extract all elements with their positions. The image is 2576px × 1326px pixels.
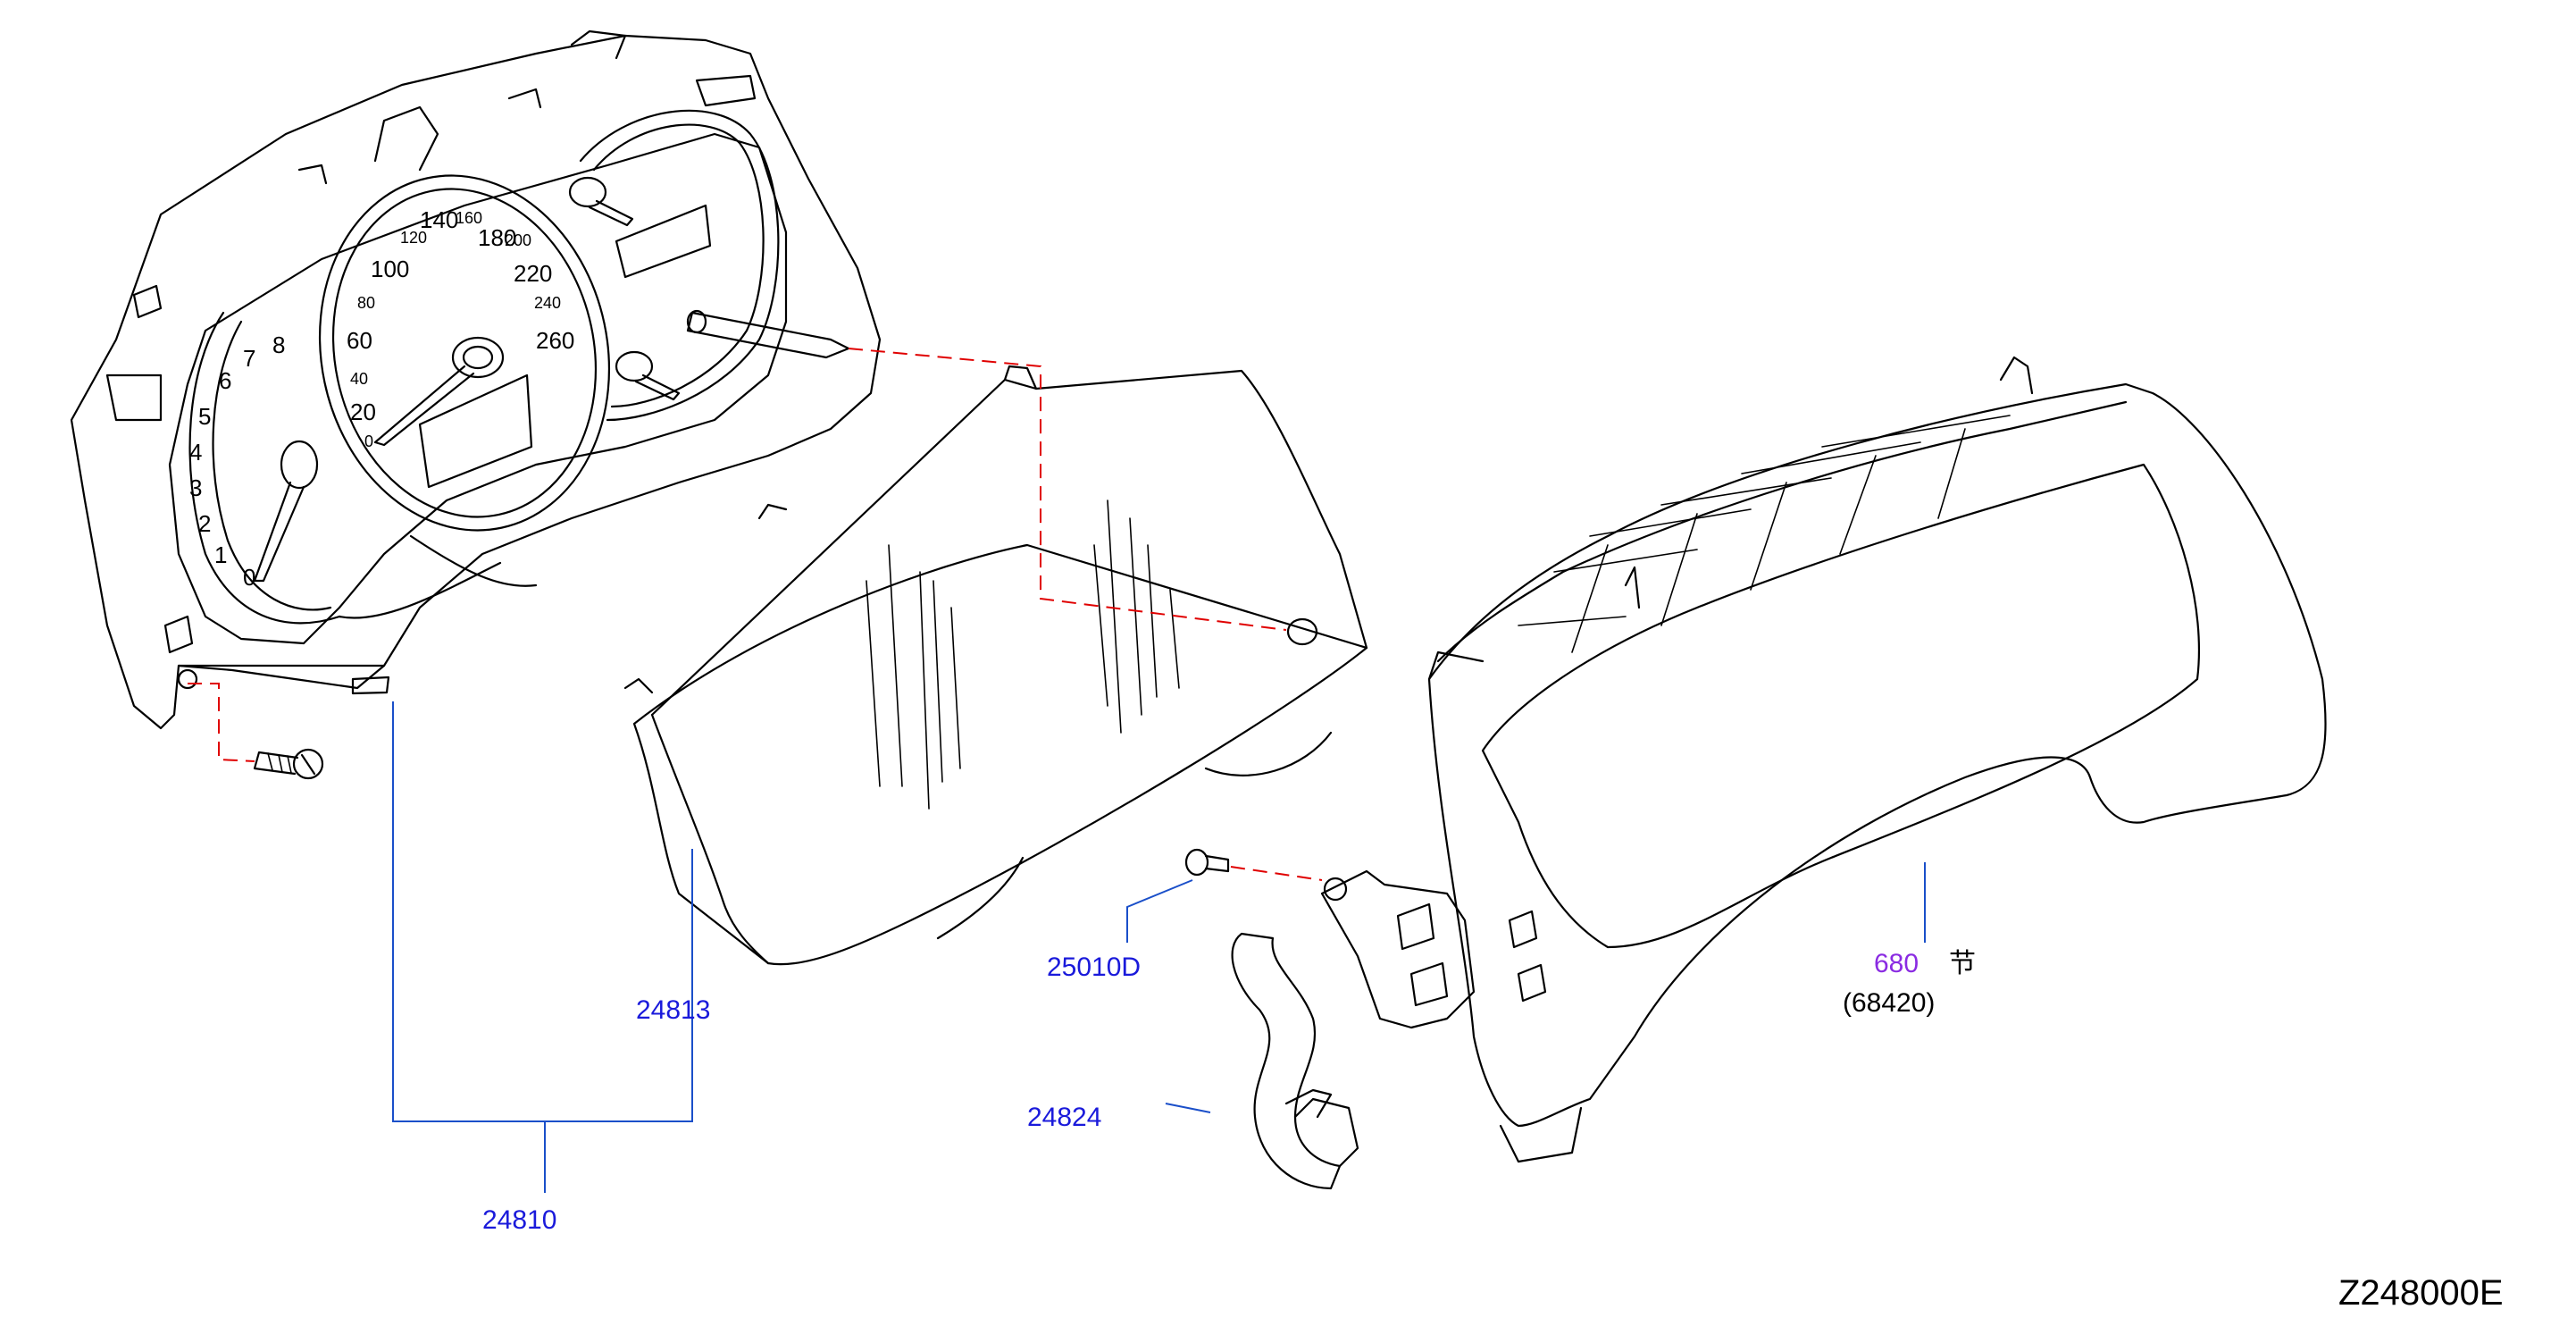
trip-switch (1184, 848, 1476, 1190)
callout-24813: 24813 (636, 995, 710, 1025)
meter-assembly: 0 1 2 3 4 5 6 7 8 0 20 40 60 80 100 120 … (70, 29, 882, 780)
callout-note-symbol: 节 (1949, 949, 1976, 978)
alignment-lines (188, 348, 1323, 881)
tach-label-2: 2 (198, 510, 211, 537)
speed-label-160: 160 (456, 209, 482, 227)
tach-label-4: 4 (189, 439, 202, 466)
tach-label-8: 8 (272, 332, 285, 358)
diagram-reference-id: Z248000E (2338, 1273, 2504, 1313)
speed-label-200: 200 (505, 231, 531, 249)
tachometer-scale: 0 1 2 3 4 5 6 7 8 (189, 332, 285, 591)
speed-label-120: 120 (400, 229, 427, 247)
tach-label-3: 3 (189, 474, 202, 501)
callout-24810: 24810 (482, 1205, 556, 1235)
tach-label-6: 6 (219, 367, 231, 394)
speed-label-40: 40 (350, 370, 368, 388)
callout-680: 680 (1874, 949, 1919, 978)
leader-lines (392, 701, 1926, 1193)
speedometer-needle (373, 336, 505, 447)
speed-label-180: 180 (478, 224, 516, 251)
speedometer-scale: 0 20 40 60 80 100 120 140 160 180 200 22… (347, 206, 574, 450)
cluster-finisher (1427, 356, 2327, 1163)
speed-label-260: 260 (536, 327, 574, 354)
speed-label-0: 0 (364, 432, 373, 450)
callout-68420: (68420) (1843, 988, 1935, 1018)
speed-label-100: 100 (371, 256, 409, 282)
speed-label-240: 240 (534, 294, 561, 312)
speed-label-140: 140 (420, 206, 458, 233)
meter-lens (623, 365, 1368, 966)
mount-screw (253, 748, 324, 780)
speed-label-60: 60 (347, 327, 372, 354)
tach-label-0: 0 (243, 564, 255, 591)
callout-24824: 24824 (1027, 1103, 1101, 1132)
tach-label-7: 7 (243, 345, 255, 372)
tachometer-needle (253, 440, 319, 583)
tach-label-1: 1 (214, 541, 227, 568)
speed-label-80: 80 (357, 294, 375, 312)
callout-25010d: 25010D (1047, 953, 1141, 982)
speed-label-20: 20 (350, 399, 376, 425)
small-screw (1184, 848, 1230, 877)
tach-label-5: 5 (198, 403, 211, 430)
speed-label-220: 220 (514, 260, 552, 287)
